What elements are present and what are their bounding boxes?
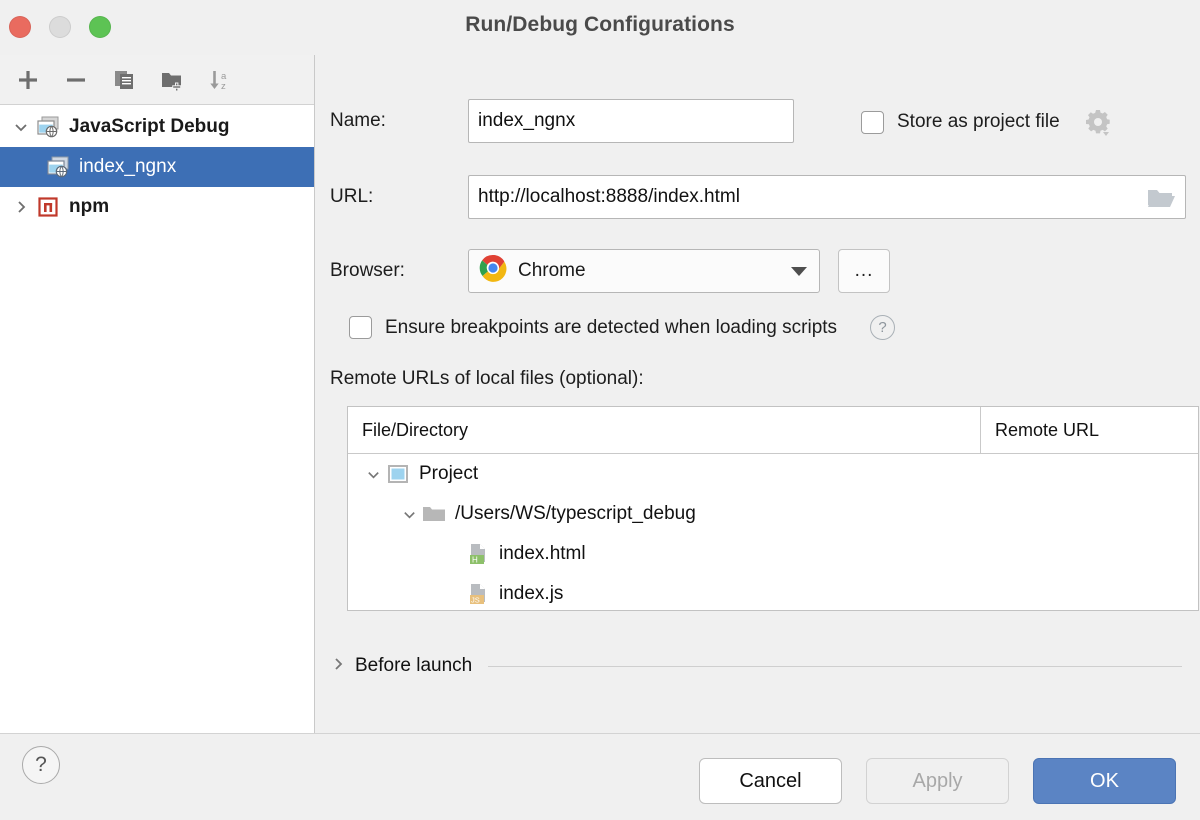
chevron-right-icon[interactable] xyxy=(6,199,36,215)
remove-configuration-button[interactable] xyxy=(54,60,98,100)
chevron-down-icon[interactable] xyxy=(791,267,807,276)
javascript-debug-icon xyxy=(36,116,62,138)
dialog-footer: ? Cancel Apply OK xyxy=(0,733,1200,820)
column-header-remote-url[interactable]: Remote URL xyxy=(995,419,1100,440)
help-button[interactable]: ? xyxy=(22,746,60,784)
add-configuration-button[interactable] xyxy=(6,60,50,100)
browser-more-button[interactable]: ... xyxy=(838,249,890,293)
chrome-icon xyxy=(479,254,507,288)
ensure-breakpoints-label: Ensure breakpoints are detected when loa… xyxy=(385,316,838,338)
name-label: Name: xyxy=(330,110,386,131)
browser-select-value: Chrome xyxy=(518,260,586,281)
chevron-down-icon[interactable] xyxy=(6,119,36,135)
store-as-project-file-checkbox[interactable] xyxy=(861,110,884,134)
table-row[interactable]: H index.html xyxy=(348,534,1198,574)
tree-item-label: index_ngnx xyxy=(79,156,177,177)
browser-label: Browser: xyxy=(330,260,405,281)
help-icon[interactable]: ? xyxy=(870,315,896,340)
new-folder-button[interactable] xyxy=(150,60,194,100)
table-row-label: Project xyxy=(419,463,479,484)
table-row[interactable]: Project xyxy=(348,454,1198,494)
sort-alphabetically-button[interactable]: a z xyxy=(198,60,242,100)
svg-text:a: a xyxy=(221,71,227,82)
name-input[interactable]: index_ngnx xyxy=(468,99,794,143)
ok-button[interactable]: OK xyxy=(1033,758,1176,804)
configuration-form: Name: index_ngnx Store as project file U… xyxy=(316,55,1200,733)
tree-item-javascript-debug[interactable]: JavaScript Debug xyxy=(0,107,314,147)
project-icon xyxy=(386,463,410,485)
cancel-button[interactable]: Cancel xyxy=(699,758,842,804)
js-file-icon: JS xyxy=(466,583,490,605)
plus-icon xyxy=(19,70,37,89)
sidebar-toolbar: a z xyxy=(0,55,314,105)
copy-configuration-button[interactable] xyxy=(102,60,146,100)
minimize-window-button[interactable] xyxy=(49,16,71,38)
store-as-project-file-row[interactable]: Store as project file xyxy=(861,107,1113,137)
zoom-window-button[interactable] xyxy=(89,16,111,38)
svg-text:H: H xyxy=(472,556,478,565)
copy-icon xyxy=(115,70,133,89)
new-folder-icon xyxy=(162,72,182,91)
chevron-down-icon[interactable] xyxy=(396,507,422,522)
sort-az-icon: a z xyxy=(210,70,227,92)
tree-item-label: JavaScript Debug xyxy=(69,116,230,137)
traffic-lights xyxy=(9,16,111,38)
url-input-value: http://localhost:8888/index.html xyxy=(478,186,740,207)
javascript-debug-icon xyxy=(46,156,72,178)
close-window-button[interactable] xyxy=(9,16,31,38)
configurations-tree: JavaScript Debug index_ngnx xyxy=(0,105,314,227)
dialog-title: Run/Debug Configurations xyxy=(465,13,735,36)
store-as-project-file-label: Store as project file xyxy=(897,111,1060,132)
tree-item-index-ngnx[interactable]: index_ngnx xyxy=(0,147,314,187)
folder-icon[interactable] xyxy=(1146,186,1176,216)
chevron-down-icon[interactable] xyxy=(360,467,386,482)
url-input[interactable]: http://localhost:8888/index.html xyxy=(468,175,1186,219)
before-launch-label: Before launch xyxy=(355,655,473,676)
svg-text:z: z xyxy=(221,81,226,92)
name-row: Name: xyxy=(330,99,386,143)
browser-row: Browser: Chrome ... xyxy=(316,249,890,293)
table-row-label: index.html xyxy=(499,543,586,564)
tree-item-npm[interactable]: npm xyxy=(0,187,314,227)
title-bar: Run/Debug Configurations xyxy=(0,0,1200,55)
table-header: File/Directory Remote URL xyxy=(348,407,1198,454)
apply-button[interactable]: Apply xyxy=(866,758,1009,804)
ensure-breakpoints-row[interactable]: Ensure breakpoints are detected when loa… xyxy=(349,315,896,340)
browser-select[interactable]: Chrome xyxy=(468,249,820,293)
svg-text:JS: JS xyxy=(471,596,480,605)
minus-icon xyxy=(67,77,85,82)
npm-icon xyxy=(36,196,62,218)
dialog-buttons: Cancel Apply OK xyxy=(699,758,1176,804)
tree-item-label: npm xyxy=(69,196,110,217)
html-file-icon: H xyxy=(466,543,490,565)
gear-icon[interactable] xyxy=(1083,107,1113,137)
before-launch-section[interactable]: Before launch xyxy=(330,655,1182,677)
table-row-label: /Users/WS/typescript_debug xyxy=(455,503,696,524)
folder-icon xyxy=(422,503,446,525)
remote-urls-table: File/Directory Remote URL Project xyxy=(347,406,1199,611)
url-label: URL: xyxy=(330,186,374,207)
url-row: URL: xyxy=(330,175,373,219)
configurations-sidebar: a z Ja xyxy=(0,55,315,733)
table-row-label: index.js xyxy=(499,583,564,604)
table-row[interactable]: JS index.js xyxy=(348,574,1198,610)
table-row[interactable]: /Users/WS/typescript_debug xyxy=(348,494,1198,534)
section-divider xyxy=(488,665,1182,667)
column-header-file-directory[interactable]: File/Directory xyxy=(348,407,981,453)
chevron-right-icon[interactable] xyxy=(330,656,346,677)
remote-urls-label: Remote URLs of local files (optional): xyxy=(330,368,644,389)
ensure-breakpoints-checkbox[interactable] xyxy=(349,316,372,339)
